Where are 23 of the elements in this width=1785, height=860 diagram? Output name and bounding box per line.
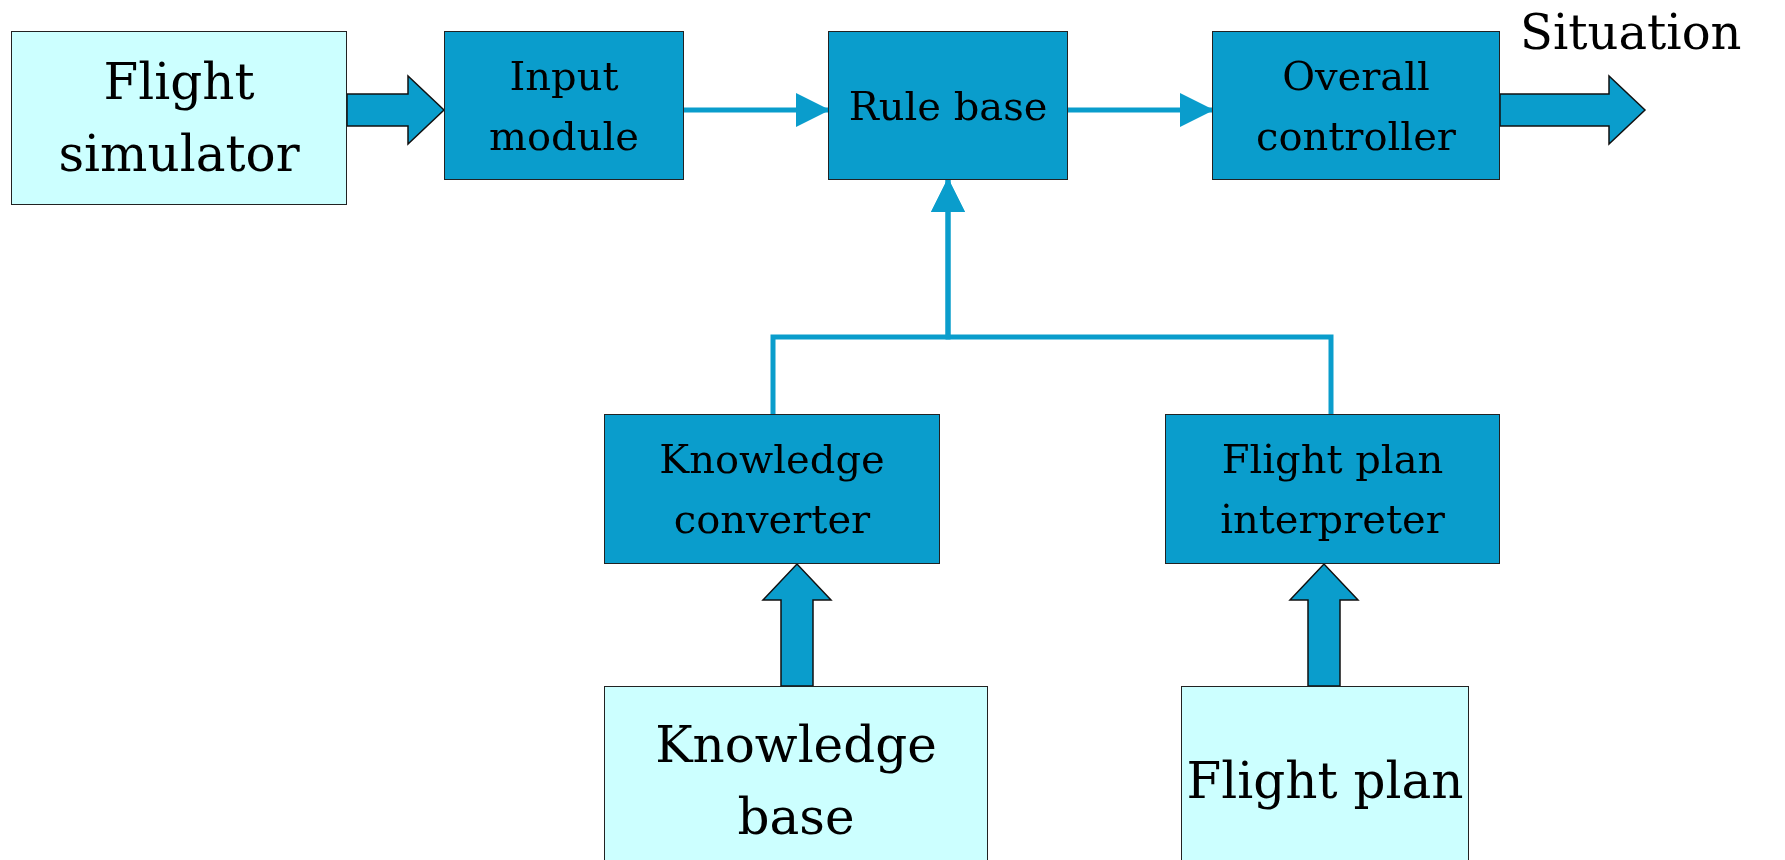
block-arrow: [1288, 562, 1360, 687]
block-arrow: [761, 562, 833, 687]
process-box: [1165, 414, 1500, 564]
box-label: Overall controller: [1255, 51, 1457, 161]
arrow: [1068, 93, 1214, 127]
process-box: [604, 414, 940, 564]
box-label: Rule base: [848, 81, 1048, 131]
data-source-box: [11, 31, 347, 205]
box-label: Flight plan interpreter: [1219, 435, 1446, 544]
box-label: Knowledge base: [654, 715, 938, 848]
box-label: Flight plan: [1186, 751, 1464, 812]
process-box: [444, 31, 684, 180]
data-source-box: [604, 686, 988, 860]
box-label: Knowledge converter: [658, 435, 886, 544]
box-label: Input module: [488, 51, 640, 161]
block-arrow: [346, 74, 446, 146]
data-source-box: [1181, 686, 1469, 860]
block-arrow: [1499, 74, 1647, 146]
arrow: [931, 178, 1334, 414]
process-box: [1212, 31, 1500, 180]
arrow: [684, 93, 830, 127]
box-label: Flight simulator: [57, 52, 301, 185]
process-box: [828, 31, 1068, 180]
